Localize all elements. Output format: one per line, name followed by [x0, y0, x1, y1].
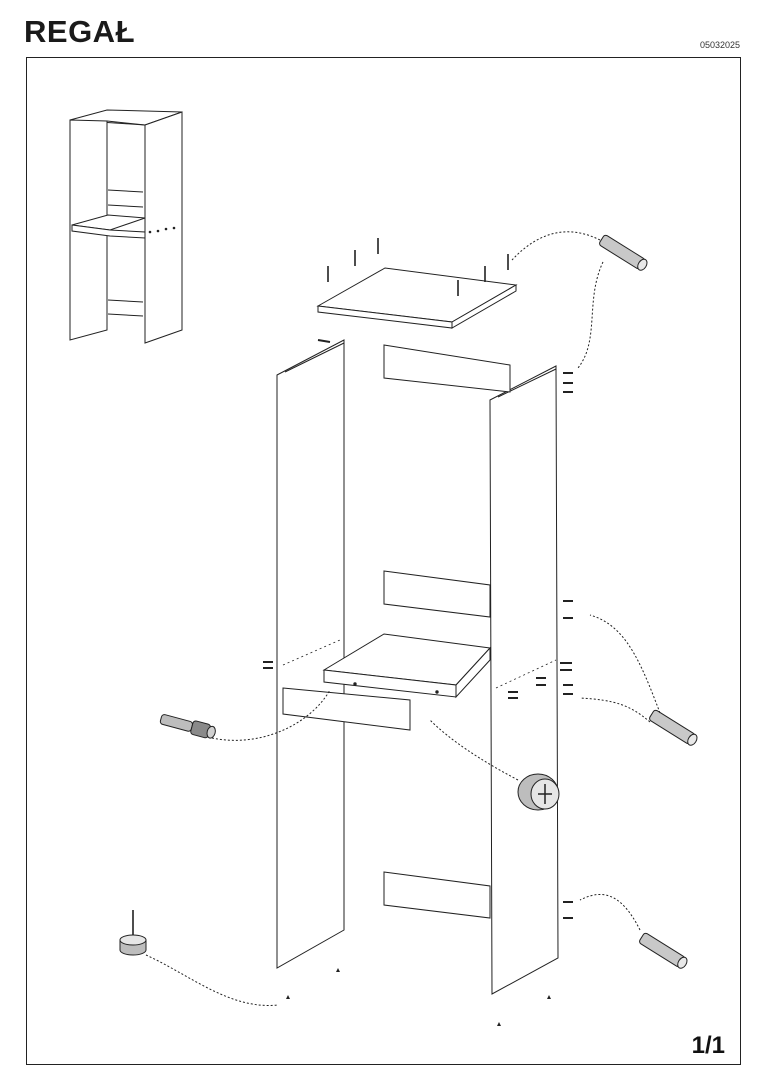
wooden-dowel-icon	[599, 234, 648, 271]
top-nails	[327, 238, 509, 296]
assembled-preview	[69, 109, 183, 344]
pin-guides	[282, 639, 557, 689]
wooden-dowel-icon	[649, 709, 698, 746]
front-rail	[282, 687, 411, 731]
instruction-frame	[26, 57, 741, 1065]
adjustable-foot-icon	[119, 910, 147, 956]
confirmat-screws	[263, 372, 573, 919]
page-number: 1/1	[691, 1032, 725, 1059]
product-code: 05032025	[699, 40, 740, 50]
nail-icon	[286, 968, 551, 1026]
product-title: REGAŁ	[24, 14, 135, 49]
confirmat-screw-icon	[159, 714, 216, 739]
leader-arrows	[145, 231, 661, 1006]
cam-lock-icon	[517, 773, 560, 811]
middle-shelf	[322, 633, 492, 699]
left-side-panel	[276, 339, 345, 969]
top-panel	[316, 267, 518, 329]
wooden-dowel-icon	[639, 932, 688, 969]
right-side-panel	[489, 365, 559, 995]
back-rails	[383, 344, 511, 919]
